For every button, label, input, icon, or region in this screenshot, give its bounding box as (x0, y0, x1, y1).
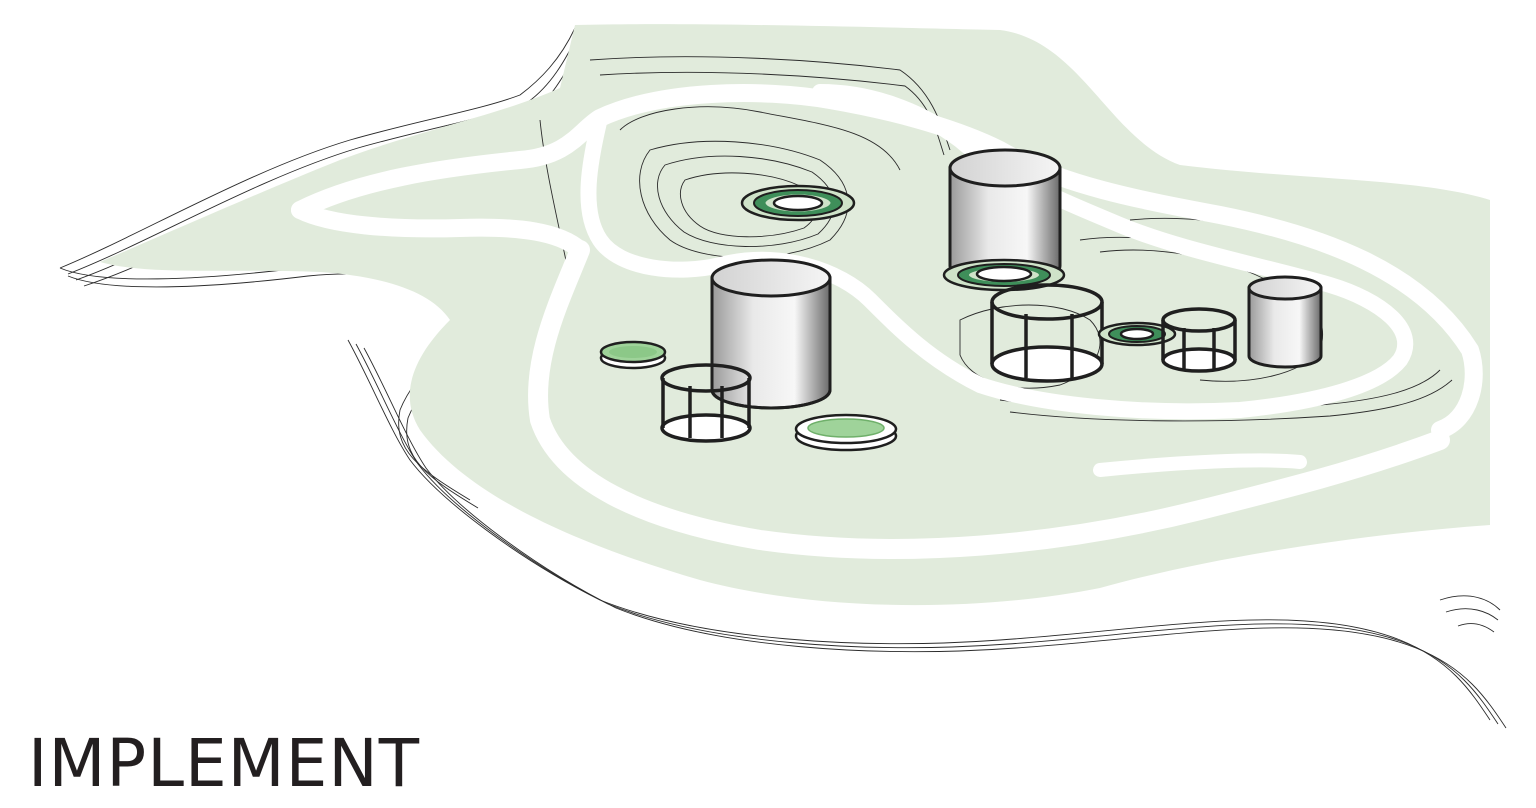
green-pad (599, 340, 667, 370)
walkway-loop (291, 84, 1483, 559)
solid-cylinder (948, 148, 1062, 284)
green-ring (1097, 321, 1177, 347)
green-pad (794, 413, 898, 452)
green-ring (740, 184, 856, 222)
caption-title: IMPLEMENT (28, 725, 421, 802)
cage-frame (1161, 307, 1237, 373)
cage-frame (660, 363, 752, 443)
solid-cylinder (1247, 275, 1323, 369)
cage-frame (990, 283, 1104, 383)
solid-cylinder (710, 258, 832, 410)
green-ring (942, 258, 1066, 292)
